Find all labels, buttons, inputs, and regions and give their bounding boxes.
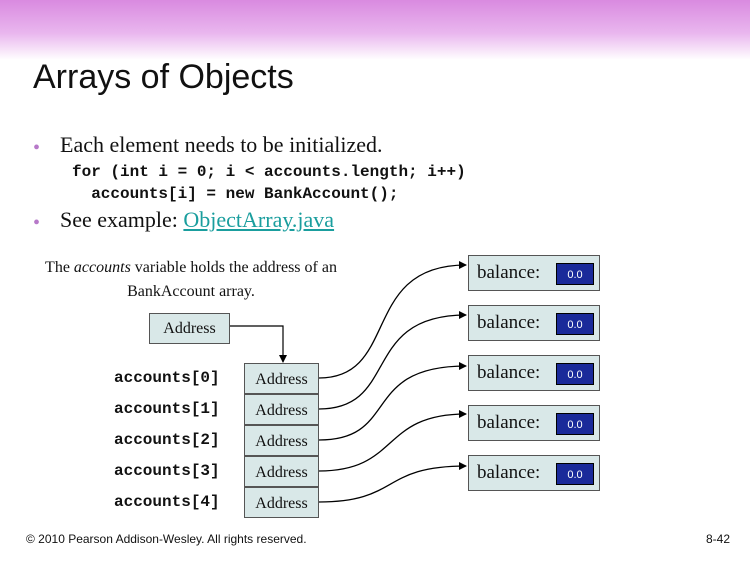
balance-label: balance: [477, 462, 541, 483]
balance-value: 0.0 [556, 413, 594, 435]
bankaccount-object-3: balance: 0.0 [468, 405, 600, 441]
bullet-2: See example: ObjectArray.java [60, 207, 334, 233]
array-cell-2: Address [244, 425, 319, 456]
bullet-dot-icon: • [33, 137, 41, 159]
array-label-2: accounts[2] [114, 431, 220, 449]
balance-value: 0.0 [556, 313, 594, 335]
bankaccount-object-1: balance: 0.0 [468, 305, 600, 341]
accounts-variable-box: Address [149, 313, 230, 344]
balance-value: 0.0 [556, 463, 594, 485]
arrow-cell-2 [318, 362, 467, 441]
bankaccount-object-0: balance: 0.0 [468, 255, 600, 291]
caption-text: The [45, 259, 74, 276]
balance-label: balance: [477, 262, 541, 283]
slide-number: 8-42 [705, 532, 730, 546]
header-band [0, 0, 750, 60]
arrow-cell-1 [318, 311, 467, 410]
array-cell-0: Address [244, 363, 319, 394]
slide-title: Arrays of Objects [33, 58, 294, 96]
balance-label: balance: [477, 312, 541, 333]
caption-text-end: variable holds the address of an BankAcc… [127, 259, 337, 300]
bankaccount-object-4: balance: 0.0 [468, 455, 600, 491]
diagram-caption: The accounts variable holds the address … [26, 256, 356, 304]
bullet-1: Each element needs to be initialized. [60, 132, 383, 157]
code-line-1: for (int i = 0; i < accounts.length; i++… [72, 163, 466, 181]
array-cell-3: Address [244, 456, 319, 487]
bankaccount-object-2: balance: 0.0 [468, 355, 600, 391]
balance-value: 0.0 [556, 263, 594, 285]
balance-value: 0.0 [556, 363, 594, 385]
balance-label: balance: [477, 362, 541, 383]
array-cell-1: Address [244, 394, 319, 425]
array-cell-4: Address [244, 487, 319, 518]
array-label-0: accounts[0] [114, 369, 220, 387]
bullet-2-prefix: See example: [60, 207, 184, 232]
array-label-3: accounts[3] [114, 462, 220, 480]
copyright-footer: © 2010 Pearson Addison-Wesley. All right… [26, 532, 307, 546]
example-link[interactable]: ObjectArray.java [183, 207, 335, 232]
caption-italic: accounts [73, 259, 131, 276]
arrow-cell-4 [318, 462, 467, 503]
code-line-2: accounts[i] = new BankAccount(); [72, 185, 399, 203]
balance-label: balance: [477, 412, 541, 433]
arrow-cell-0 [318, 261, 467, 379]
array-label-1: accounts[1] [114, 400, 220, 418]
array-label-4: accounts[4] [114, 493, 220, 511]
bullet-dot-icon: • [33, 212, 41, 234]
arrow-variable-to-array [230, 325, 287, 363]
arrow-cell-3 [318, 410, 467, 472]
